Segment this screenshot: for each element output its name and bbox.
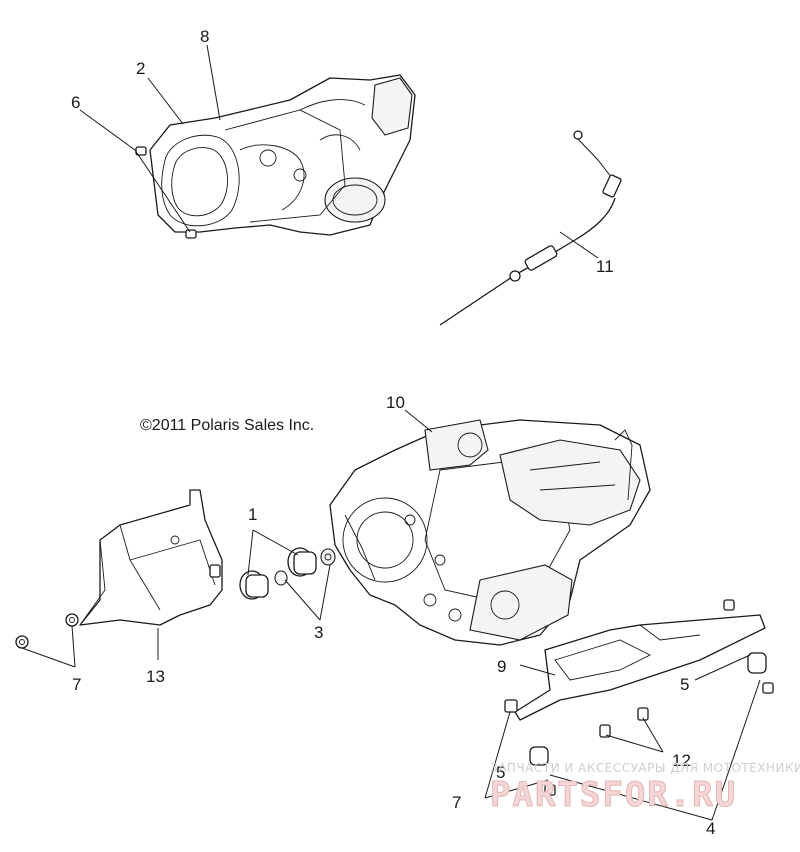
callout-10: 10 bbox=[386, 393, 405, 412]
copyright-notice: ©2011 Polaris Sales Inc. bbox=[140, 417, 314, 434]
callout-6: 6 bbox=[71, 93, 80, 112]
engine-assembly bbox=[329, 419, 651, 646]
callout-7-right: 7 bbox=[452, 793, 461, 812]
watermark-caption: ЗАПЧАСТИ И АКСЕССУАРЫ ДЛЯ МОТОТЕХНИКИ bbox=[490, 761, 800, 775]
watermark: ЗАПЧАСТИ И АКСЕССУАРЫ ДЛЯ МОТОТЕХНИКИ PA… bbox=[490, 761, 800, 816]
gasket-bolt bbox=[135, 146, 197, 239]
callout-4: 4 bbox=[706, 819, 715, 838]
callout-13: 13 bbox=[146, 667, 165, 686]
engine-mounts bbox=[239, 547, 336, 600]
watermark-logo: PARTSFOR.RU bbox=[490, 775, 737, 815]
callout-7-left: 7 bbox=[72, 675, 81, 694]
callout-12: 12 bbox=[672, 751, 691, 770]
callout-9: 9 bbox=[497, 657, 506, 676]
callout-labels: 1 2 3 4 5 5 6 7 7 8 9 10 11 12 13 bbox=[71, 27, 715, 838]
callout-2: 2 bbox=[136, 59, 145, 78]
throttle-body-assembly bbox=[149, 74, 416, 236]
callout-5-right: 5 bbox=[680, 675, 689, 694]
callout-11: 11 bbox=[596, 257, 614, 276]
callout-3: 3 bbox=[314, 623, 323, 642]
front-mount-bracket bbox=[79, 489, 223, 626]
callout-5-left: 5 bbox=[496, 763, 505, 782]
throttle-cable bbox=[439, 130, 622, 326]
callout-8: 8 bbox=[200, 27, 209, 46]
leader-lines bbox=[21, 44, 761, 821]
hex-nut bbox=[15, 613, 79, 649]
callout-1: 1 bbox=[248, 505, 257, 524]
rear-mount-bracket bbox=[504, 599, 774, 796]
